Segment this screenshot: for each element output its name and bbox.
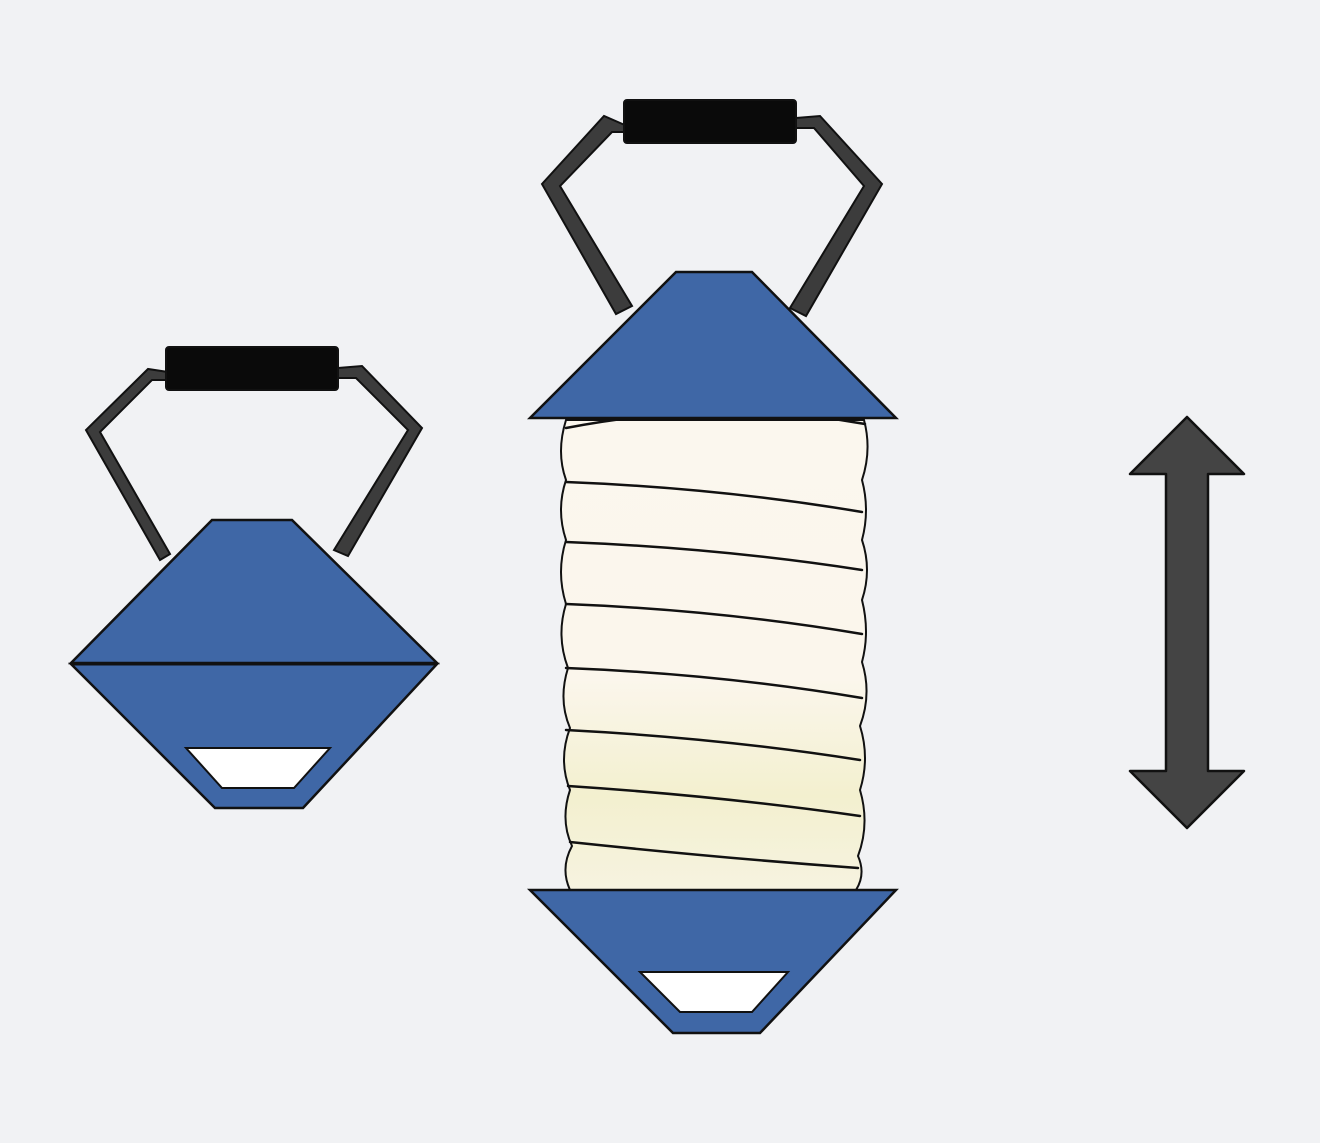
collapsed-top-shade xyxy=(68,518,441,665)
collapsed-bottom-cutout xyxy=(183,747,333,789)
expanded-bottom-shade xyxy=(526,888,899,1035)
expanded-handle-frame-right xyxy=(788,114,884,318)
expanded-bottom-cutout xyxy=(637,971,791,1013)
collapsed-handle-frame xyxy=(84,367,172,562)
expanded-top-shade xyxy=(526,270,899,420)
collapsed-handle-frame-right xyxy=(332,364,424,558)
expanded-lantern xyxy=(526,99,899,1035)
vertical-double-arrow-icon xyxy=(1128,415,1246,830)
expanded-handle-frame-left xyxy=(540,114,634,316)
collapsed-handle-grip xyxy=(165,346,339,391)
collapsed-lantern xyxy=(67,346,441,810)
expanded-paper-body xyxy=(560,419,869,891)
expanded-handle-grip xyxy=(623,99,797,144)
